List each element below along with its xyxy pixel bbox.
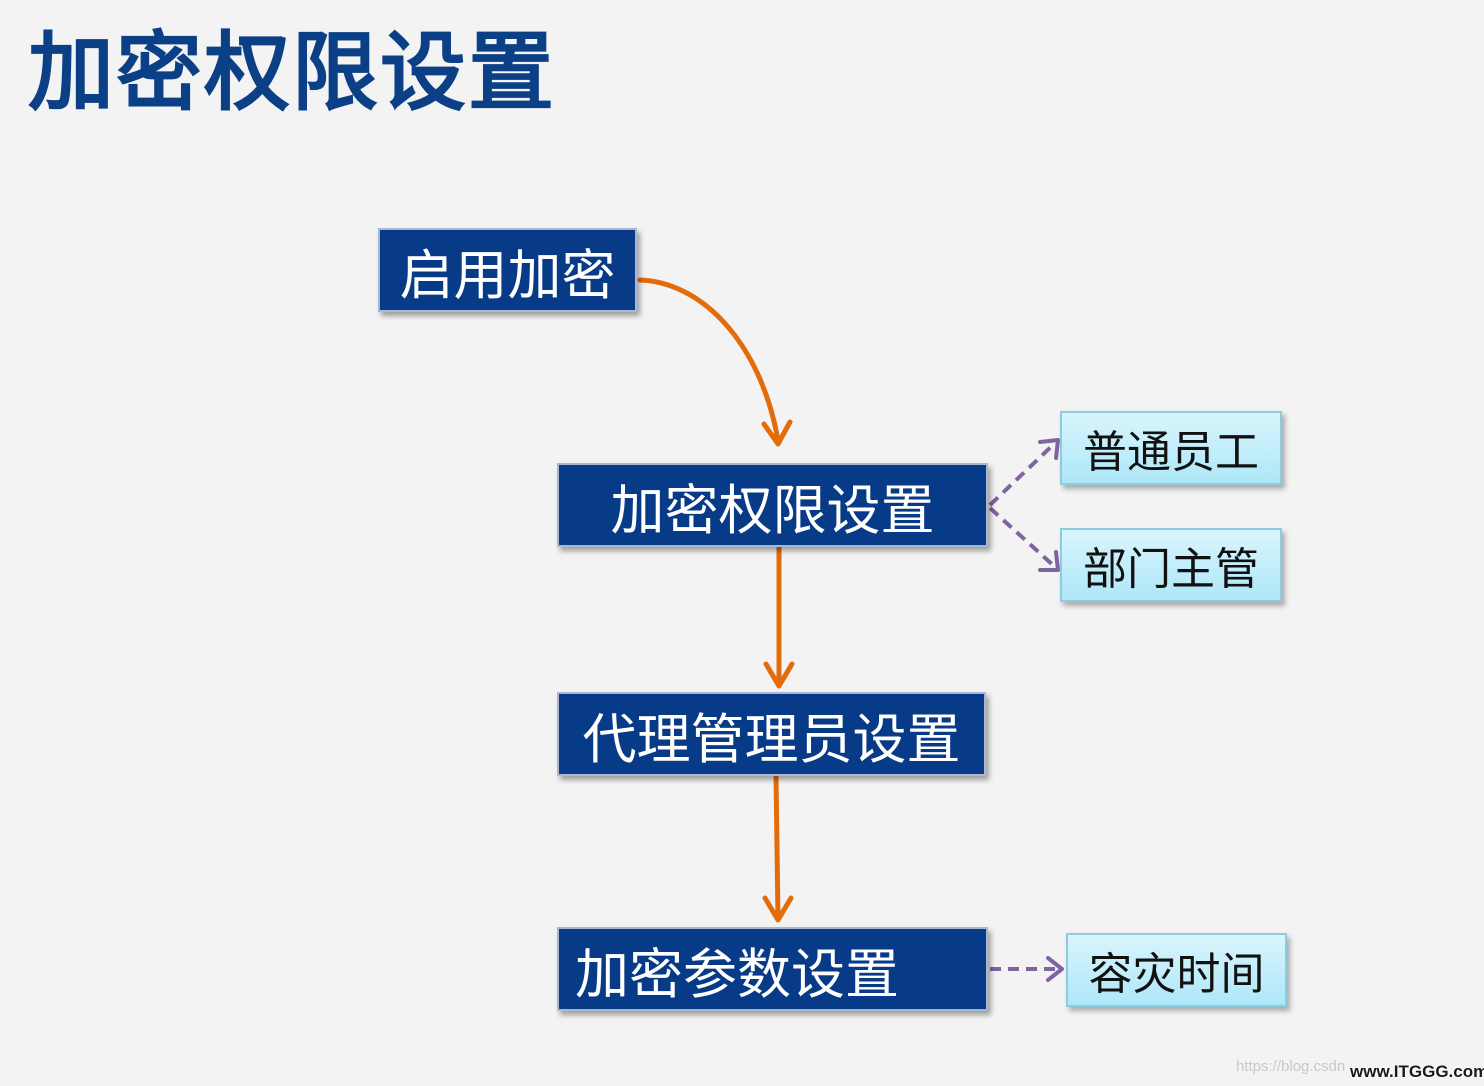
slide-title: 加密权限设置 bbox=[28, 23, 556, 123]
node-disaster-time: 容灾时间 bbox=[1066, 933, 1287, 1007]
node-parameter-settings-label: 加密参数设置 bbox=[575, 942, 899, 1006]
node-normal-employee: 普通员工 bbox=[1060, 411, 1282, 485]
watermark-url: https://blog.csdn bbox=[1236, 1058, 1346, 1075]
node-department-manager: 部门主管 bbox=[1060, 528, 1282, 602]
arrowhead-enable-to-permission bbox=[761, 419, 793, 447]
node-permission-settings-label: 加密权限设置 bbox=[610, 478, 935, 542]
node-normal-employee-label: 普通员工 bbox=[1083, 427, 1259, 478]
node-enable-encryption: 启用加密 bbox=[378, 228, 637, 312]
dashed-arrowhead-to-disaster-time bbox=[1046, 956, 1064, 982]
node-parameter-settings: 加密参数设置 bbox=[557, 927, 988, 1011]
node-department-manager-label: 部门主管 bbox=[1083, 544, 1259, 595]
dashed-arrow-to-department-manager bbox=[988, 506, 1056, 568]
node-enable-encryption-label: 启用加密 bbox=[399, 243, 616, 307]
node-disaster-time-label: 容灾时间 bbox=[1088, 949, 1265, 1000]
node-proxy-admin-settings: 代理管理员设置 bbox=[557, 692, 986, 776]
dashed-arrowhead-to-department-manager bbox=[1038, 550, 1060, 572]
node-proxy-admin-settings-label: 代理管理员设置 bbox=[582, 707, 961, 771]
arrowhead-proxy-to-parameter bbox=[762, 895, 794, 923]
arrow-proxy-to-parameter bbox=[773, 773, 781, 921]
node-permission-settings: 加密权限设置 bbox=[557, 463, 988, 547]
dashed-arrowhead-to-normal-employee bbox=[1038, 438, 1060, 460]
arrowhead-permission-to-proxy bbox=[763, 661, 795, 689]
watermark-logo: www.ITGGG.com bbox=[1350, 1062, 1484, 1081]
arrow-enable-to-permission bbox=[637, 277, 781, 443]
dashed-arrow-to-normal-employee bbox=[988, 442, 1056, 507]
